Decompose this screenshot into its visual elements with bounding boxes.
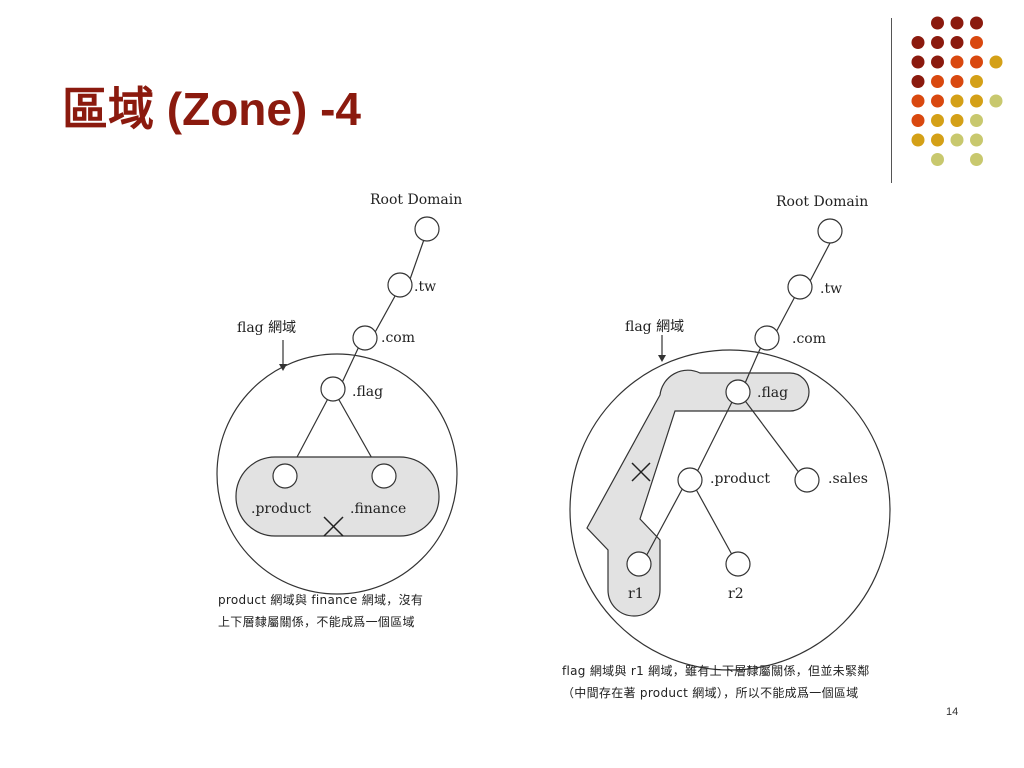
right-tw-label: .tw: [820, 281, 842, 297]
left-caption-line-1: product 網域與 finance 網域，沒有: [218, 593, 424, 607]
right-com-label: .com: [792, 331, 826, 347]
right-r2-label: r2: [728, 586, 744, 602]
left-caption-line-2: 上下層隸屬關係，不能成爲一個區域: [218, 615, 415, 629]
left-tw-label: .tw: [414, 279, 436, 295]
left-product-node: [272, 463, 298, 489]
left-cross-mark: [323, 516, 344, 537]
right-sales-node: [794, 467, 820, 493]
left-zone-label: flag 網域: [237, 320, 296, 336]
left-caption: product 網域與 finance 網域，沒有 上下層隸屬關係，不能成爲一個…: [218, 589, 423, 633]
right-flag-zone-circle: [569, 349, 891, 671]
right-com-node: [754, 325, 780, 351]
left-finance-node: [371, 463, 397, 489]
left-com-node: [352, 325, 378, 351]
right-r2-node: [725, 551, 751, 577]
right-caption-line-2: （中間存在著 product 網域），所以不能成爲一個區域: [562, 686, 859, 700]
left-product-label: .product: [251, 501, 311, 517]
right-r1-label: r1: [628, 586, 644, 602]
left-tw-node: [387, 272, 413, 298]
left-com-label: .com: [381, 330, 415, 346]
right-root-node: [817, 218, 843, 244]
right-product-node: [677, 467, 703, 493]
right-sales-label: .sales: [828, 471, 868, 487]
right-r1-node: [626, 551, 652, 577]
right-root-label: Root Domain: [776, 194, 868, 210]
left-root-node: [414, 216, 440, 242]
left-flag-zone-circle: [216, 353, 458, 595]
right-tw-node: [787, 274, 813, 300]
left-finance-label: .finance: [350, 501, 406, 517]
right-flag-node: [725, 379, 751, 405]
right-zone-label: flag 網域: [625, 319, 684, 335]
title-divider: [891, 18, 892, 183]
right-caption: flag 網域與 r1 網域，雖有上下層隸屬關係，但並未緊鄰 （中間存在著 pr…: [562, 660, 870, 704]
slide-title: 區域 (Zone) -4: [62, 83, 361, 135]
right-caption-line-1: flag 網域與 r1 網域，雖有上下層隸屬關係，但並未緊鄰: [562, 664, 870, 678]
left-flag-node: [320, 376, 346, 402]
left-flag-label: .flag: [352, 384, 383, 400]
right-cross-mark: [631, 462, 651, 482]
page-number: 14: [946, 706, 959, 718]
right-product-label: .product: [710, 471, 770, 487]
right-flag-label: .flag: [757, 385, 788, 401]
left-root-label: Root Domain: [370, 192, 462, 208]
